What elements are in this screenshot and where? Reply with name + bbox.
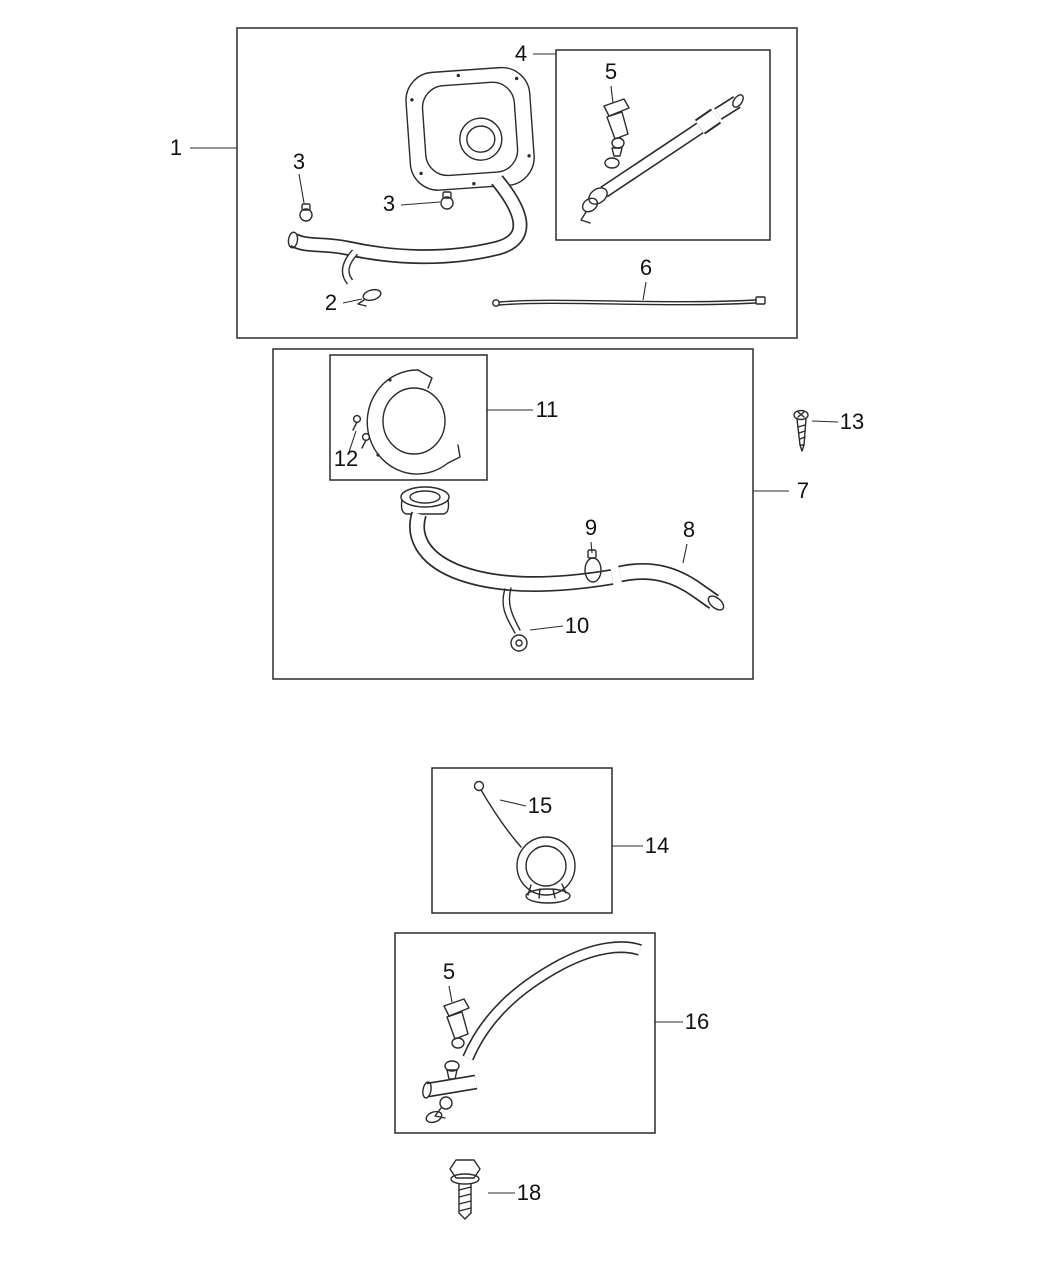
callout-11: 11	[536, 397, 559, 422]
clamp-3b-drawing	[440, 191, 454, 210]
filler-neck-drawing	[400, 486, 450, 515]
leader-2	[342, 298, 363, 304]
leader-9	[590, 541, 593, 554]
vapor-hose-group: 5 16	[394, 932, 709, 1134]
strap-2-drawing	[357, 288, 382, 307]
callout-5a: 5	[605, 59, 617, 84]
filler-housing-drawing	[405, 66, 535, 191]
leader-6	[642, 281, 647, 301]
screw-13-drawing	[793, 409, 809, 452]
leader-8	[682, 543, 688, 564]
callout-18: 18	[517, 1180, 541, 1205]
callout-6: 6	[640, 255, 652, 280]
callout-1: 1	[170, 135, 182, 160]
fuel-cap-group: 15 14	[431, 767, 669, 914]
callout-4: 4	[515, 41, 527, 66]
valve-5a-drawing	[603, 98, 630, 157]
callout-15: 15	[528, 793, 552, 818]
leader-13	[811, 420, 839, 423]
leader-10	[529, 625, 564, 631]
callout-9: 9	[585, 515, 597, 540]
assembly-1-group: 1 3 3 2 4 5 6	[170, 27, 798, 339]
assembly-7-box	[272, 348, 754, 680]
vapor-tube-drawing	[462, 941, 642, 1061]
bolt-18-drawing	[449, 1159, 481, 1220]
clamp-3a-drawing	[299, 203, 313, 222]
leader-3a	[298, 173, 305, 204]
callout-5b: 5	[443, 959, 455, 984]
screws-12-drawing	[352, 414, 371, 449]
hose-8-drawing	[618, 563, 725, 611]
callout-8: 8	[683, 517, 695, 542]
valve-clamp-drawing	[604, 157, 620, 169]
callout-3a: 3	[293, 149, 305, 174]
leader-3b	[400, 201, 441, 206]
vapor-hose-box	[394, 932, 656, 1134]
callout-2: 2	[325, 290, 337, 315]
callout-13: 13	[840, 409, 864, 434]
bracket-10-drawing	[502, 587, 528, 652]
valve-hose-drawing	[580, 94, 744, 224]
callout-12: 12	[334, 446, 358, 471]
assembly-4-box	[555, 49, 771, 241]
filler-tube-drawing	[287, 175, 528, 285]
filler-pipe-drawing	[409, 511, 614, 592]
fuel-cap-drawing	[516, 836, 576, 904]
assembly-1-box	[236, 27, 798, 339]
leader-5b	[448, 985, 453, 1003]
leader-15	[499, 799, 527, 807]
valve-5b-drawing	[443, 998, 470, 1049]
check-valve-assembly-group	[555, 49, 771, 241]
leader-12	[348, 430, 357, 453]
shield-11-drawing	[366, 369, 461, 475]
callout-16: 16	[685, 1009, 709, 1034]
callout-3b: 3	[383, 191, 395, 216]
tether-15-drawing	[473, 780, 522, 848]
shield-11-box	[329, 354, 488, 481]
assembly-7-group: 11 12 7 9 8 10	[272, 348, 809, 680]
cable-6-drawing	[492, 296, 766, 307]
callout-14: 14	[645, 833, 669, 858]
leader-5a	[610, 85, 614, 104]
fuel-cap-box	[431, 767, 613, 914]
callout-7: 7	[797, 478, 809, 503]
lower-connector-drawing	[422, 1060, 478, 1124]
callout-10: 10	[565, 613, 589, 638]
